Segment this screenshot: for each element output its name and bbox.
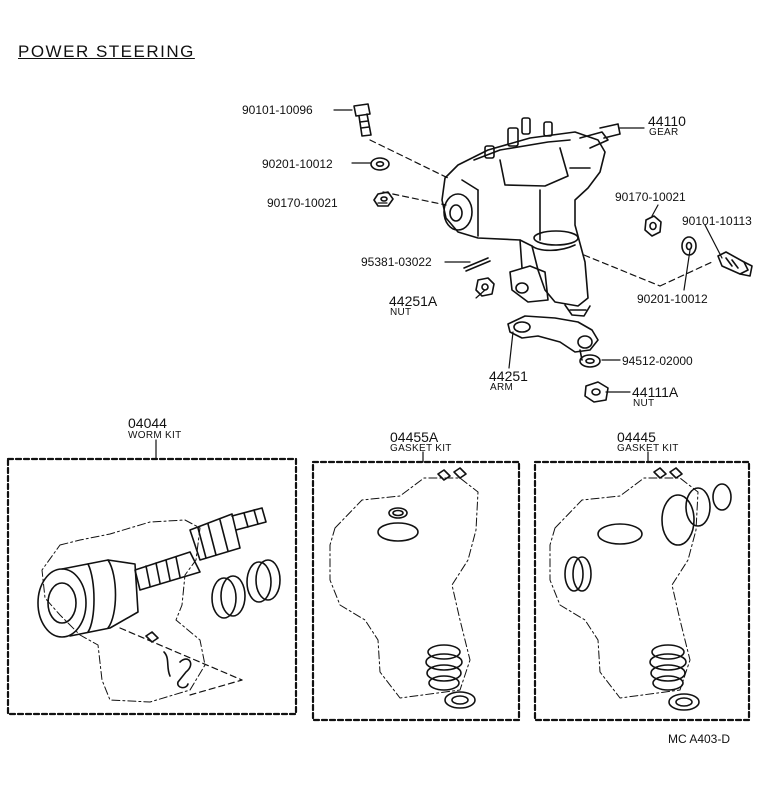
label-nut-bottom-desc: NUT: [633, 398, 655, 409]
gasket-kit-04455A-drawing: [329, 467, 479, 709]
label-kit-gasket-b-desc: GASKET KIT: [617, 443, 679, 454]
washer-90201-10012-left: [370, 157, 390, 171]
label-gear-desc: GEAR: [649, 127, 679, 138]
label-kit-worm-pn: 04044: [128, 415, 167, 431]
label-nut-bottom-pn: 44111A: [632, 384, 679, 400]
label-arm-nut-pn: 44251A: [389, 293, 438, 309]
bolt-90101-10096: [353, 103, 372, 137]
label-washer-right: 90201-10012: [637, 292, 708, 306]
steering-gear-44110: [441, 117, 621, 317]
label-bolt-left: 90101-10096: [242, 103, 313, 117]
label-washer-left: 90201-10012: [262, 157, 333, 171]
washer-94512-02000: [579, 354, 601, 368]
arm-nut-44251A: [475, 277, 495, 297]
bolt-90101-10113: [717, 251, 753, 277]
pitman-arm-44251: [507, 315, 599, 361]
label-arm-nut-desc: NUT: [390, 307, 412, 318]
label-pin: 95381-03022: [361, 255, 432, 269]
leader-lines: [119, 139, 713, 696]
label-bolt-right: 90101-10113: [682, 214, 752, 228]
kit-boxes: [6, 457, 751, 722]
washer-90201-10012-right: [681, 236, 697, 256]
label-gear-pn: 44110: [648, 113, 686, 129]
worm-kit-drawing: [37, 507, 281, 703]
label-kit-worm-desc: WORM KIT: [128, 430, 182, 441]
figure-code: MC A403-D: [668, 732, 731, 746]
label-arm-pn: 44251: [489, 368, 528, 384]
nut-44111A: [584, 381, 609, 403]
label-washer-small: 94512-02000: [622, 354, 693, 368]
diagram-title: POWER STEERING: [18, 42, 195, 61]
solid-leaders: [155, 109, 723, 463]
label-arm-desc: ARM: [490, 382, 514, 393]
label-nut-left: 90170-10021: [267, 196, 338, 210]
nut-90170-10021-right: [644, 215, 662, 237]
pin-95381-03022: [463, 257, 491, 272]
gasket-kit-04445-drawing: [549, 467, 732, 711]
label-kit-gasket-b-pn: 04445: [617, 429, 656, 445]
label-kit-gasket-a-pn: 04455A: [390, 429, 439, 445]
label-kit-gasket-a-desc: GASKET KIT: [390, 443, 452, 454]
label-nut-right: 90170-10021: [615, 190, 686, 204]
nut-90170-10021-left: [373, 191, 394, 207]
